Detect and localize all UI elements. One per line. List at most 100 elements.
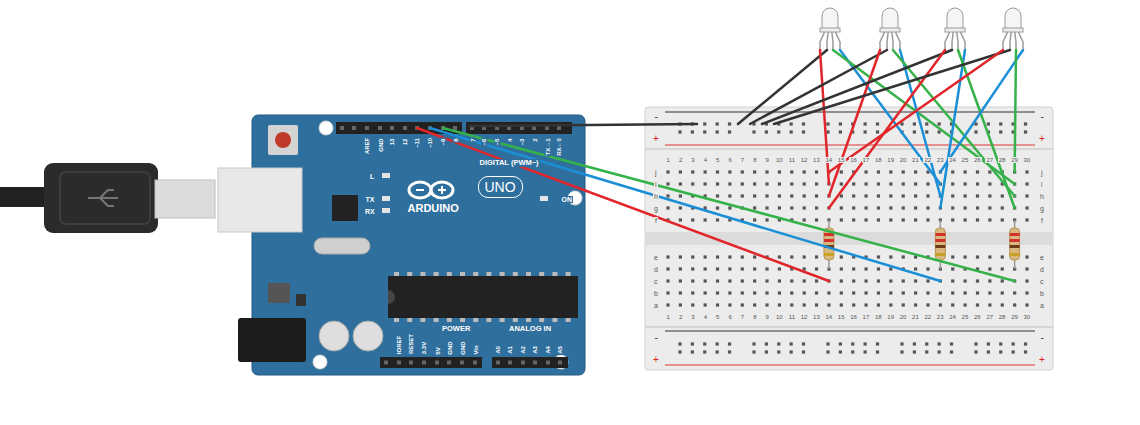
pin-label: Vin: [472, 344, 478, 355]
column-number: 26: [973, 314, 982, 320]
breadboard-hole: [852, 218, 855, 221]
column-number: 19: [886, 314, 895, 320]
breadboard-hole: [926, 194, 929, 197]
header-socket: [496, 361, 500, 365]
header-socket: [557, 126, 561, 130]
pin-label: 12: [402, 137, 408, 146]
breadboard-hole: [913, 342, 916, 345]
pin-label: IOREF: [396, 335, 402, 355]
pin-label: GND: [446, 340, 452, 355]
breadboard-hole: [999, 350, 1002, 353]
breadboard-hole: [1024, 122, 1027, 125]
breadboard-hole: [976, 182, 979, 185]
chip-pin: [394, 272, 399, 276]
rail-sign: +: [1038, 355, 1046, 365]
breadboard-hole: [951, 206, 954, 209]
header-socket: [521, 361, 525, 365]
breadboard-hole: [877, 255, 880, 258]
jumper-wire: [1015, 50, 1016, 172]
pin-label: A3: [532, 345, 538, 355]
column-number: 30: [1023, 314, 1032, 320]
pin-label: ~3: [519, 137, 525, 146]
breadboard-hole: [1025, 182, 1028, 185]
header-title: DIGITAL (PWM~): [479, 159, 540, 167]
breadboard-hole: [926, 291, 929, 294]
breadboard-hole: [704, 170, 707, 173]
breadboard-hole: [852, 267, 855, 270]
row-letter: h: [1039, 193, 1045, 200]
rail-sign: +: [652, 134, 660, 144]
jumper-wire: [829, 50, 945, 208]
chip-pin: [552, 318, 557, 322]
header-socket: [460, 361, 464, 365]
chip-pin: [566, 272, 571, 276]
brand-name: ARDUINO: [407, 203, 460, 214]
breadboard-hole: [704, 267, 707, 270]
breadboard-hole: [951, 194, 954, 197]
led-label: RX: [364, 208, 376, 215]
voltage-regulator: [268, 283, 290, 303]
breadboard-hole: [765, 218, 768, 221]
column-number: 7: [740, 157, 745, 163]
breadboard-hole: [840, 303, 843, 306]
column-number: 21: [911, 157, 920, 163]
dc-jack: [238, 318, 306, 362]
breadboard-hole: [914, 218, 917, 221]
breadboard-hole: [691, 303, 694, 306]
breadboard-hole: [716, 130, 719, 133]
breadboard-hole: [938, 350, 941, 353]
breadboard-hole: [691, 279, 694, 282]
resistor-band: [1010, 239, 1020, 242]
breadboard-hole: [728, 182, 731, 185]
breadboard-hole: [741, 291, 744, 294]
chip-pin: [473, 318, 478, 322]
breadboard-hole: [1024, 130, 1027, 133]
breadboard-hole: [704, 182, 707, 185]
breadboard-hole: [951, 255, 954, 258]
breadboard-hole: [778, 206, 781, 209]
breadboard-hole: [753, 267, 756, 270]
header-socket: [508, 361, 512, 365]
pin-label: A1: [507, 345, 513, 355]
breadboard-hole: [839, 342, 842, 345]
breadboard-hole: [864, 182, 867, 185]
breadboard-hole: [691, 130, 694, 133]
led-bulb: [1005, 8, 1021, 30]
breadboard-hole: [951, 303, 954, 306]
row-letter: b: [1039, 290, 1045, 297]
breadboard-hole: [815, 267, 818, 270]
pin-label: ~6: [481, 137, 487, 146]
breadboard-hole: [741, 194, 744, 197]
smd-component: [296, 294, 306, 306]
breadboard-hole: [877, 206, 880, 209]
led-label: TX: [365, 196, 376, 203]
breadboard-hole: [964, 303, 967, 306]
breadboard-hole: [716, 342, 719, 345]
capacitor: [319, 321, 349, 351]
breadboard-hole: [1001, 194, 1004, 197]
breadboard-hole: [815, 303, 818, 306]
led-rim: [945, 28, 965, 32]
breadboard-hole: [765, 279, 768, 282]
breadboard-hole: [926, 218, 929, 221]
header-socket: [533, 361, 537, 365]
chip-pin: [460, 272, 465, 276]
breadboard-hole: [876, 122, 879, 125]
breadboard-hole: [728, 350, 731, 353]
breadboard-hole: [716, 255, 719, 258]
breadboard-hole: [964, 194, 967, 197]
pin-label: RESET: [408, 333, 414, 355]
breadboard-hole: [988, 218, 991, 221]
breadboard-hole: [790, 255, 793, 258]
breadboard-hole: [1001, 267, 1004, 270]
jumper-wire: [738, 50, 827, 124]
column-number: 25: [961, 314, 970, 320]
breadboard-hole: [864, 130, 867, 133]
breadboard-hole: [951, 291, 954, 294]
breadboard-hole: [679, 218, 682, 221]
breadboard-hole: [777, 130, 780, 133]
breadboard-hole: [964, 255, 967, 258]
breadboard-hole: [666, 303, 669, 306]
breadboard-hole: [802, 342, 805, 345]
breadboard-hole: [716, 218, 719, 221]
